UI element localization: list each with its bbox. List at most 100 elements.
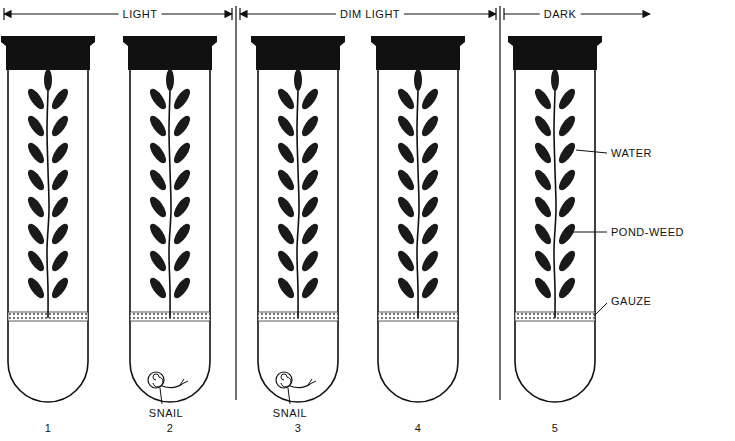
tube-glass bbox=[130, 62, 210, 402]
weed-leaf bbox=[147, 194, 169, 219]
weed-leaf bbox=[419, 140, 441, 165]
weed-leaf bbox=[49, 167, 71, 192]
weed-leaf bbox=[275, 194, 297, 219]
weed-stem bbox=[417, 80, 419, 318]
tube-number: 1 bbox=[45, 422, 52, 434]
weed-leaf bbox=[275, 113, 297, 138]
tube-number: 2 bbox=[167, 422, 174, 434]
divider-line bbox=[499, 6, 500, 400]
weed-leaf bbox=[25, 140, 47, 165]
weed-leaf bbox=[275, 167, 297, 192]
tube-glass bbox=[378, 62, 458, 402]
weed-leaf bbox=[395, 194, 417, 219]
weed-leaf bbox=[171, 86, 193, 111]
weed-leaf bbox=[49, 86, 71, 111]
test-tube bbox=[508, 36, 602, 402]
weed-leaf bbox=[275, 275, 297, 300]
weed-leaf bbox=[419, 113, 441, 138]
weed-leaf bbox=[532, 221, 554, 246]
weed-leaf bbox=[49, 221, 71, 246]
leader-line bbox=[576, 150, 607, 153]
test-tube bbox=[123, 36, 217, 404]
weed-leaf bbox=[147, 248, 169, 273]
weed-leaf bbox=[419, 221, 441, 246]
part-label: WATER bbox=[611, 147, 652, 159]
weed-leaf bbox=[25, 86, 47, 111]
weed-leaf bbox=[275, 221, 297, 246]
weed-leaf bbox=[395, 167, 417, 192]
weed-leaf bbox=[25, 275, 47, 300]
weed-leaf bbox=[419, 86, 441, 111]
weed-leaf bbox=[275, 140, 297, 165]
weed-leaf bbox=[299, 194, 321, 219]
weed-leaf bbox=[299, 86, 321, 111]
weed-leaf bbox=[171, 221, 193, 246]
test-tube bbox=[371, 36, 465, 402]
weed-stem bbox=[47, 80, 49, 318]
range-tick bbox=[231, 8, 232, 20]
weed-leaf bbox=[419, 248, 441, 273]
weed-leaf bbox=[556, 113, 578, 138]
weed-leaf bbox=[532, 113, 554, 138]
tube-stopper bbox=[508, 36, 602, 70]
weed-leaf bbox=[532, 167, 554, 192]
weed-leaf bbox=[49, 113, 71, 138]
weed-leaf bbox=[147, 113, 169, 138]
weed-leaf bbox=[147, 140, 169, 165]
range-tick bbox=[495, 8, 496, 20]
tube-glass bbox=[8, 62, 88, 402]
weed-leaf bbox=[25, 248, 47, 273]
leader-line bbox=[594, 303, 607, 316]
weed-leaf bbox=[171, 248, 193, 273]
weed-leaf bbox=[171, 167, 193, 192]
weed-leaf bbox=[25, 113, 47, 138]
weed-leaf bbox=[419, 194, 441, 219]
specimen-label: SNAIL bbox=[273, 407, 307, 419]
weed-leaf bbox=[419, 275, 441, 300]
leader-line bbox=[566, 232, 607, 233]
range-tick bbox=[3, 8, 4, 20]
weed-leaf bbox=[299, 221, 321, 246]
weed-leaf bbox=[25, 221, 47, 246]
specimen-label: SNAIL bbox=[149, 407, 183, 419]
test-tube bbox=[251, 36, 345, 404]
part-label: GAUZE bbox=[611, 295, 651, 307]
weed-leaf bbox=[171, 113, 193, 138]
region-label: DARK bbox=[540, 8, 581, 20]
weed-leaf bbox=[171, 140, 193, 165]
range-tick bbox=[503, 8, 504, 20]
weed-leaf bbox=[299, 167, 321, 192]
weed-leaf bbox=[147, 221, 169, 246]
weed-leaf bbox=[49, 194, 71, 219]
tube-stopper bbox=[251, 36, 345, 70]
weed-leaf bbox=[147, 275, 169, 300]
region-label: LIGHT bbox=[119, 8, 162, 20]
weed-stem bbox=[169, 80, 171, 318]
weed-leaf bbox=[25, 194, 47, 219]
region-label: DIM LIGHT bbox=[336, 8, 404, 20]
tube-number: 5 bbox=[552, 422, 559, 434]
weed-leaf bbox=[275, 86, 297, 111]
divider-line bbox=[235, 6, 236, 400]
snail bbox=[276, 372, 316, 404]
weed-leaf bbox=[299, 113, 321, 138]
weed-stem bbox=[297, 80, 299, 318]
weed-leaf bbox=[25, 167, 47, 192]
weed-leaf bbox=[395, 113, 417, 138]
weed-leaf bbox=[532, 140, 554, 165]
weed-leaf bbox=[294, 69, 302, 91]
weed-leaf bbox=[299, 140, 321, 165]
weed-leaf bbox=[556, 140, 578, 165]
weed-leaf bbox=[49, 275, 71, 300]
tube-number: 3 bbox=[295, 422, 302, 434]
weed-stem bbox=[554, 80, 556, 318]
weed-leaf bbox=[414, 69, 422, 91]
weed-leaf bbox=[532, 275, 554, 300]
tube-glass bbox=[258, 62, 338, 402]
range-tick bbox=[239, 8, 240, 20]
test-tube bbox=[1, 36, 95, 402]
weed-leaf bbox=[166, 69, 174, 91]
weed-leaf bbox=[299, 248, 321, 273]
weed-leaf bbox=[171, 275, 193, 300]
